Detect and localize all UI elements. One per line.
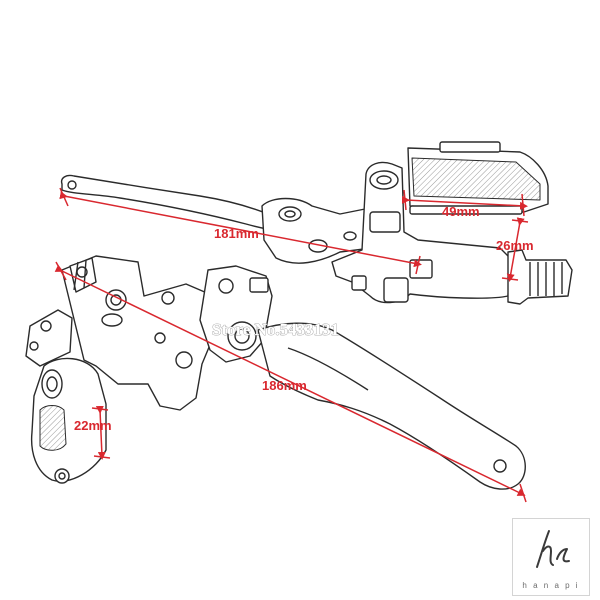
dim-line-lower-lever <box>54 264 526 496</box>
brand-logo-text: h a n a p i <box>522 581 580 590</box>
dim-line-upper-lever <box>59 191 422 268</box>
dimension-lines <box>54 187 529 503</box>
brand-logo-mark <box>536 530 570 568</box>
label-lower-lever-length: 186mm <box>262 378 307 393</box>
label-clamp-diameter: 22mm <box>74 418 112 433</box>
dim-line-reservoir-width <box>401 195 528 210</box>
lower-lever-blade <box>257 322 526 490</box>
brand-logo: h a n a p i <box>512 518 590 596</box>
label-reservoir-height: 26mm <box>496 238 534 253</box>
label-upper-lever-length: 181mm <box>214 226 259 241</box>
dim-line-clamp-diameter <box>95 405 106 460</box>
clamp-bracket <box>25 309 73 367</box>
store-watermark: Store No.5433131 <box>212 320 339 339</box>
label-reservoir-width: 49mm <box>442 204 480 219</box>
